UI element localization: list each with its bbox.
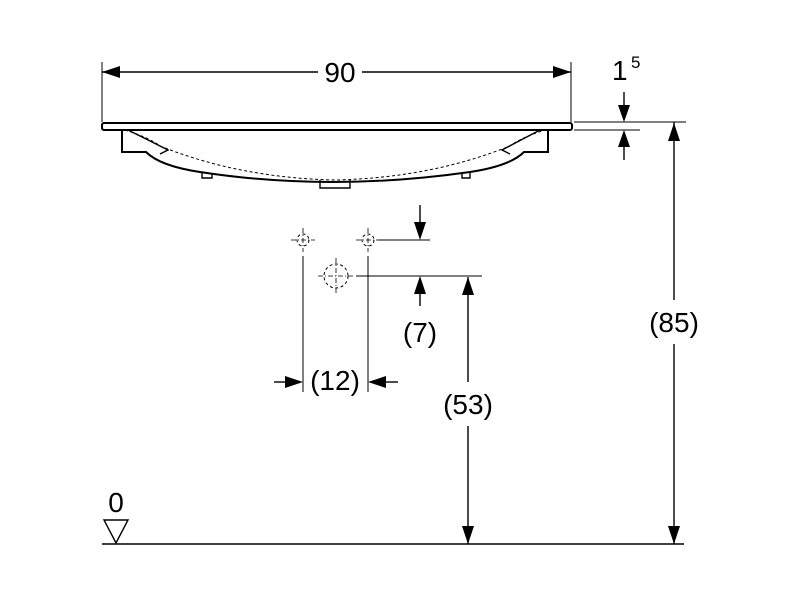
drain-height-label: (53) — [443, 389, 493, 420]
total-height-label: (85) — [649, 307, 699, 338]
tap-offset-dimension: (7) — [356, 205, 482, 348]
width-dimension: 90 — [101, 57, 572, 122]
tap-holes — [291, 228, 380, 294]
level-triangle-icon — [102, 519, 130, 545]
rim-thickness-label: 1 — [612, 55, 628, 86]
arrow-left — [102, 66, 120, 78]
basin-drain-stub — [319, 180, 351, 189]
rim-thickness-dimension: 1 5 — [574, 53, 640, 160]
basin-foot-left — [201, 172, 213, 179]
basin-overflow-right — [500, 129, 541, 155]
tap-spacing-dimension: (12) — [274, 256, 398, 396]
total-height-dimension: (85) — [640, 121, 699, 544]
basin — [101, 122, 573, 189]
basin-overflow-left — [127, 129, 170, 155]
width-label: 90 — [324, 57, 355, 88]
tap-spacing-label: (12) — [310, 365, 360, 396]
basin-bowl-hidden-line — [124, 129, 546, 181]
basin-bowl-outline — [121, 130, 549, 183]
drain-height-dimension: (53) — [443, 277, 493, 544]
floor-level: 0 — [102, 487, 684, 545]
rim-thickness-superscript: 5 — [631, 53, 640, 72]
basin-foot-right — [461, 172, 471, 179]
floor-level-label: 0 — [108, 487, 124, 518]
arrow-right — [553, 66, 571, 78]
tap-offset-label: (7) — [403, 317, 437, 348]
basin-rim — [101, 122, 573, 131]
